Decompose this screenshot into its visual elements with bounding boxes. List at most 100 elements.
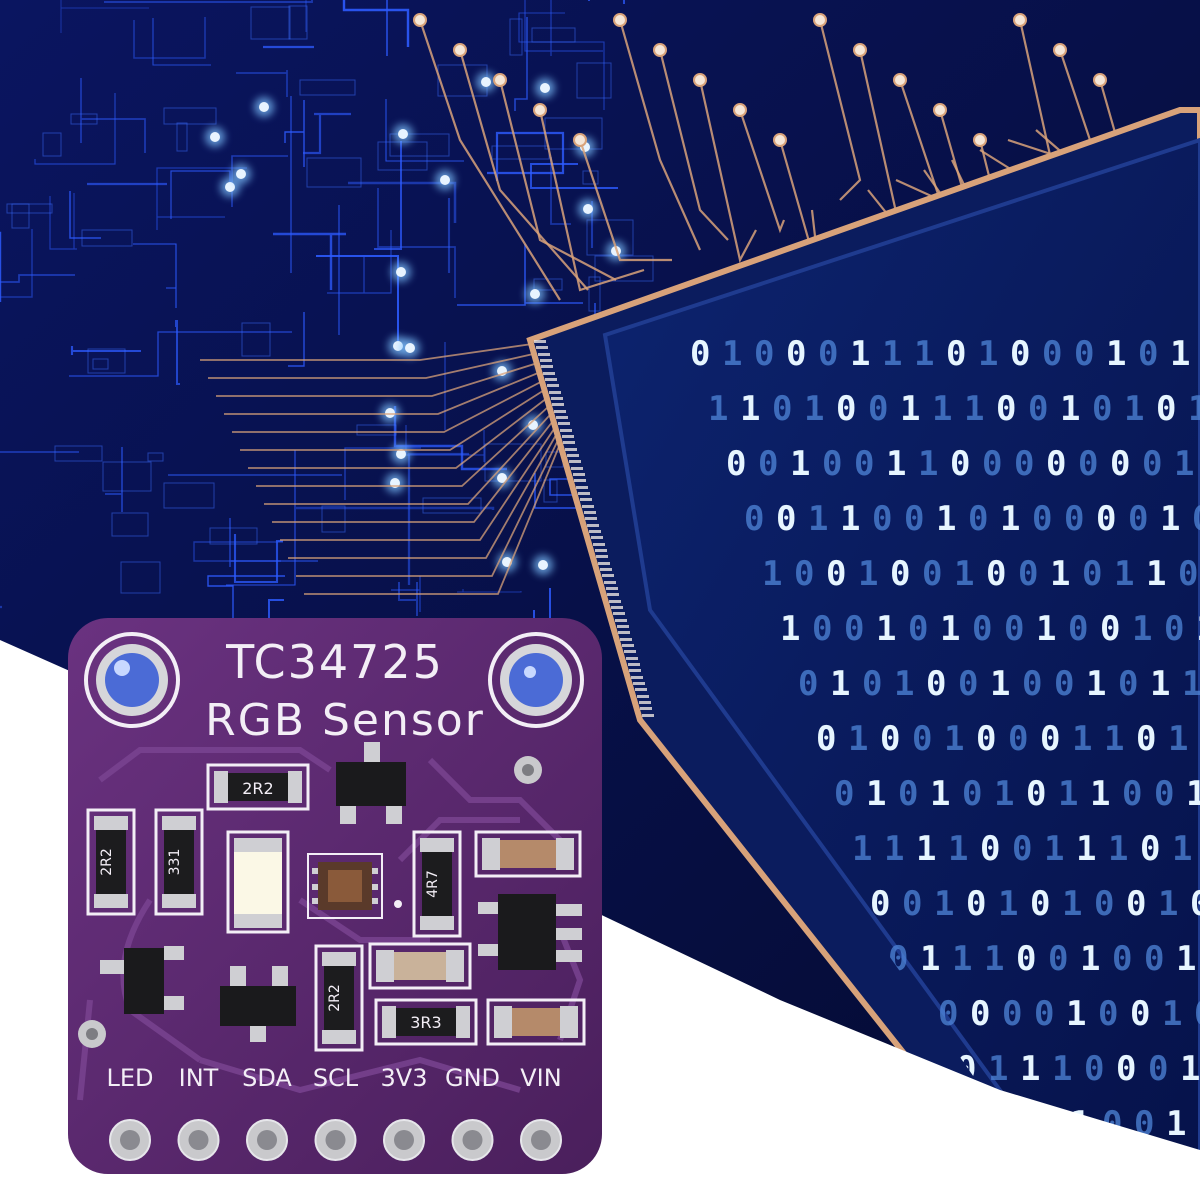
binary-digit: 0 <box>1156 389 1176 429</box>
binary-digit: 1 <box>780 609 800 649</box>
binary-digit: 1 <box>1186 774 1200 814</box>
binary-digit: 0 <box>1140 829 1160 869</box>
circuit-trace <box>385 99 464 162</box>
copper-trace <box>280 419 561 541</box>
via-dot <box>481 77 491 87</box>
circuit-trace <box>305 0 307 32</box>
circuit-trace <box>193 541 283 562</box>
binary-digit: 1 <box>762 554 782 594</box>
chip-pin <box>593 543 605 546</box>
binary-digit: 0 <box>726 444 746 484</box>
circuit-component-outline <box>70 113 98 125</box>
binary-digit: 0 <box>1034 994 1054 1034</box>
circuit-trace <box>530 163 618 189</box>
copper-pad <box>893 73 907 87</box>
circuit-component-outline <box>102 461 152 492</box>
binary-digit: 0 <box>968 499 988 539</box>
binary-digit: 0 <box>1004 609 1024 649</box>
binary-digit: 0 <box>1100 609 1120 649</box>
binary-digit: 1 <box>790 444 810 484</box>
copper-pad <box>693 73 707 87</box>
circuit-trace <box>49 193 77 250</box>
header-hole <box>257 1130 277 1150</box>
binary-digit: 0 <box>1082 554 1102 594</box>
circuit-component-outline <box>42 132 62 157</box>
binary-digit: 0 <box>818 334 838 374</box>
binary-digit: 1 <box>920 939 940 979</box>
copper-trace <box>418 19 561 301</box>
binary-digit: 1 <box>940 609 960 649</box>
circuit-trace <box>487 131 565 181</box>
binary-digit: 0 <box>1030 884 1050 924</box>
header-hole <box>462 1130 483 1150</box>
binary-digit: 1 <box>1090 774 1110 814</box>
circuit-trace <box>175 320 180 385</box>
chip-pin <box>595 549 607 552</box>
binary-digit: 1 <box>848 719 868 759</box>
circuit-trace <box>133 17 206 59</box>
copper-pad <box>453 43 467 57</box>
chip-pin <box>582 505 594 508</box>
copper-trace <box>224 363 561 415</box>
binary-digit: 0 <box>872 499 892 539</box>
copper-trace <box>288 427 561 559</box>
chip-pin <box>598 562 610 565</box>
copper-pad <box>493 73 507 87</box>
copper-trace <box>232 371 561 433</box>
chip-pin <box>624 650 636 653</box>
binary-digit: 1 <box>1072 719 1092 759</box>
binary-digit: 1 <box>808 499 828 539</box>
binary-digit: 0 <box>812 609 832 649</box>
circuit-trace <box>105 447 123 512</box>
chip-pin <box>536 346 548 349</box>
via-dot <box>405 343 415 353</box>
transistor-q1 <box>336 742 406 824</box>
binary-digit: 0 <box>854 444 874 484</box>
binary-digit: 0 <box>904 499 924 539</box>
chip-pin <box>569 460 581 463</box>
via-dot <box>210 132 220 142</box>
capacitor-c3 <box>486 998 586 1046</box>
binary-digit: 1 <box>1052 1049 1072 1089</box>
color-sensor-ic <box>307 853 383 919</box>
binary-digit: 0 <box>862 664 882 704</box>
binary-digit: 0 <box>976 719 996 759</box>
resistor-r1-label: 2R2 <box>242 779 273 798</box>
via-dot <box>497 473 507 483</box>
transistor-q2 <box>100 946 184 1014</box>
chip-pin <box>585 517 597 520</box>
binary-digit: 1 <box>1182 664 1200 704</box>
binary-digit: 1 <box>1086 664 1106 704</box>
binary-digit: 0 <box>1028 389 1048 429</box>
circuit-component-outline <box>176 122 188 152</box>
binary-digit: 0 <box>758 444 778 484</box>
binary-digit: 1 <box>936 499 956 539</box>
chip-pin <box>631 676 643 679</box>
circuit-component-outline <box>531 27 576 43</box>
via-dot <box>236 169 246 179</box>
binary-digit: 1 <box>930 774 950 814</box>
binary-digit: 0 <box>1022 664 1042 704</box>
binary-digit: 0 <box>1018 554 1038 594</box>
binary-digit: 0 <box>966 884 986 924</box>
binary-digit: 0 <box>946 334 966 374</box>
pin-label: LED <box>106 1064 153 1092</box>
copper-trace <box>498 79 617 281</box>
copper-trace <box>296 435 561 577</box>
binary-digit: 0 <box>1136 719 1156 759</box>
via-dot <box>225 182 235 192</box>
binary-digit: 1 <box>1170 334 1190 374</box>
binary-digit: 0 <box>826 554 846 594</box>
copper-trace <box>240 379 561 451</box>
chip-pin <box>607 593 619 596</box>
binary-digit: 0 <box>1142 444 1162 484</box>
resistor-r2-label: 2R2 <box>99 848 115 876</box>
binary-digit: 1 <box>932 389 952 429</box>
via-pad <box>514 756 542 784</box>
chip-pin <box>609 600 621 603</box>
circuit-component-outline <box>321 505 346 533</box>
circuit-trace <box>342 0 410 47</box>
binary-digit: 1 <box>884 829 904 869</box>
binary-digit: 0 <box>902 884 922 924</box>
binary-digit: 1 <box>1132 609 1152 649</box>
